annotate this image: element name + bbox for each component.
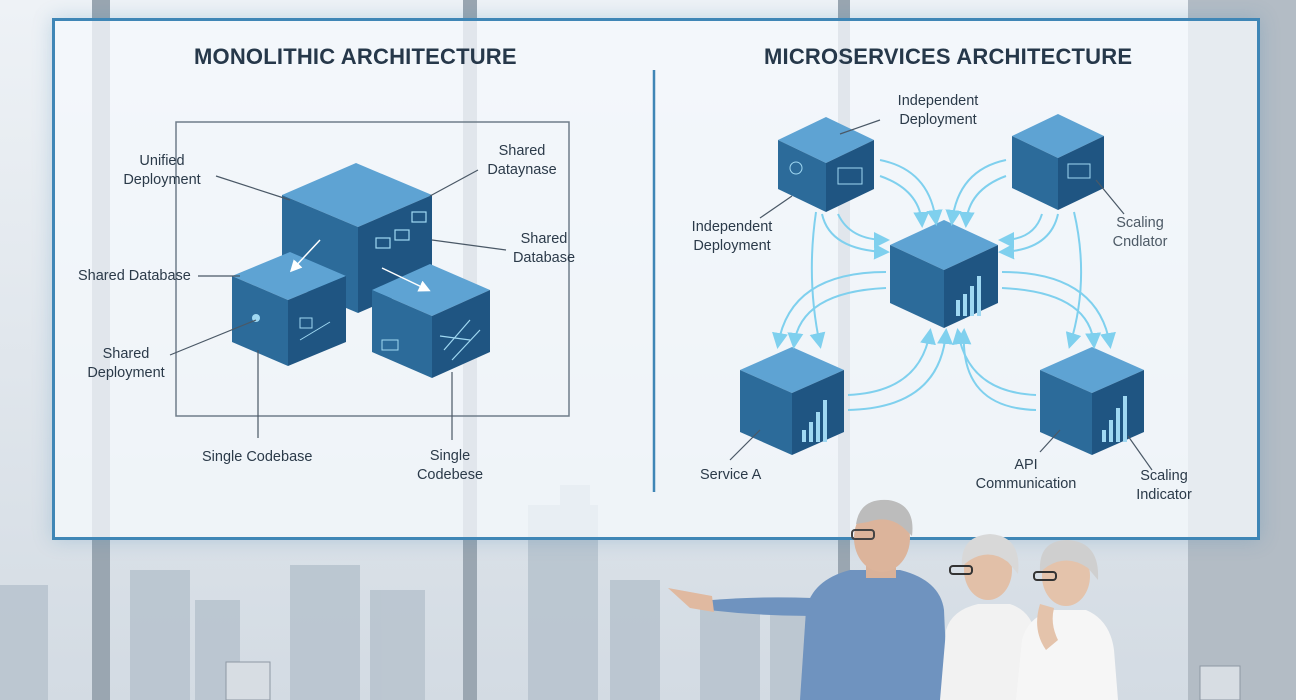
microservices-title: MICROSERVICES ARCHITECTURE xyxy=(764,44,1133,69)
monolithic-title: MONOLITHIC ARCHITECTURE xyxy=(194,44,517,69)
label-shared-database-right: Shared Database xyxy=(512,231,576,266)
label-shared-deployment: Shared Deployment xyxy=(87,346,165,381)
service-cube-top-left xyxy=(778,117,874,212)
service-cube-center xyxy=(890,220,998,328)
label-single-codebase: Single Codebase xyxy=(202,449,313,465)
label-shared-dataynase: Shared Dataynase xyxy=(487,143,557,178)
service-cube-bottom-right xyxy=(1040,347,1144,455)
woman-listener-1 xyxy=(940,534,1040,700)
monolith-leader-lines xyxy=(169,169,507,440)
api-arrows xyxy=(772,159,1116,411)
label-scaling-top: Scaling Cndlator xyxy=(1112,215,1168,250)
woman-listener-2 xyxy=(1016,540,1118,700)
micro-leader-lines xyxy=(729,119,1153,471)
service-cube-top-right xyxy=(1012,114,1104,210)
monolith-cube-left xyxy=(232,252,346,366)
label-independent-deployment-left: Independent Deployment xyxy=(691,219,773,254)
label-independent-deployment-top: Independent Deployment xyxy=(897,93,979,128)
service-cube-bottom-left xyxy=(740,347,844,455)
monolith-boundary xyxy=(175,121,570,417)
label-service-a: Service A xyxy=(700,467,762,483)
label-unified-deployment: Unified Deployment xyxy=(123,153,201,188)
label-shared-database-left: Shared Database xyxy=(78,268,191,284)
monitor xyxy=(225,661,271,700)
label-api-communication: API Communication xyxy=(975,457,1077,492)
monitor xyxy=(1199,665,1241,700)
label-scaling-indicator: Scaling Indicator xyxy=(1136,468,1192,503)
label-single-codebese: Single Codebese xyxy=(416,448,484,483)
presenter-man xyxy=(668,499,948,700)
